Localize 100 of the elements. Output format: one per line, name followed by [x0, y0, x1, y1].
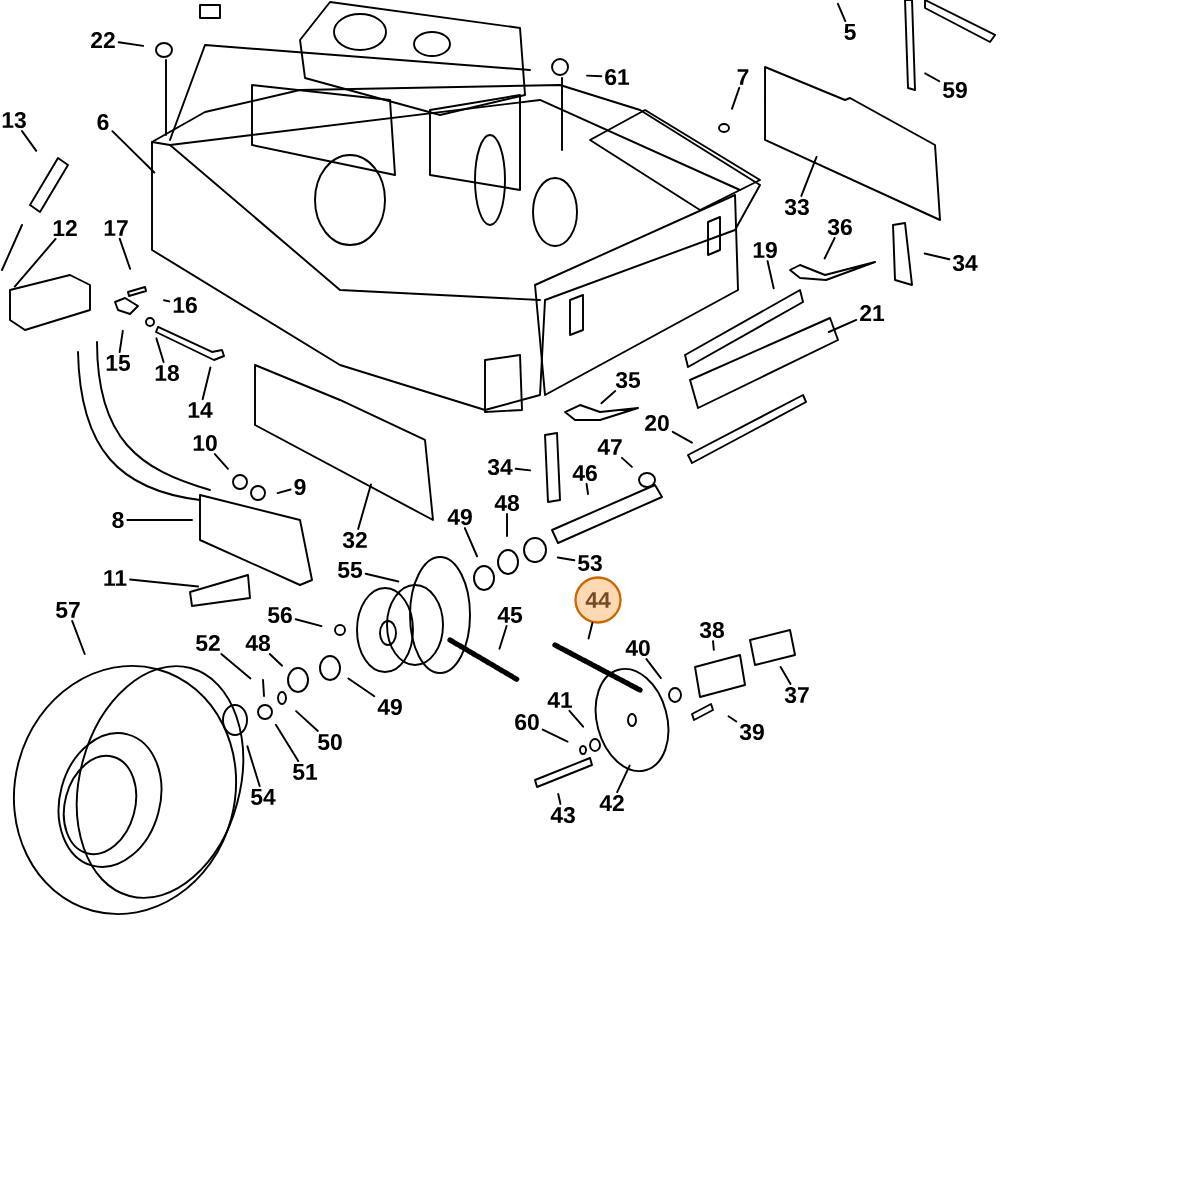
- callout-number: 16: [173, 296, 197, 314]
- callout-number: 11: [104, 570, 127, 586]
- callout-number: 20: [645, 414, 669, 432]
- leader-line: [585, 483, 589, 495]
- callout-number: 8: [112, 511, 124, 529]
- leader-line: [766, 260, 775, 290]
- leader-line: [645, 658, 662, 679]
- leader-line: [600, 390, 617, 405]
- callout-number: 6: [97, 113, 109, 131]
- leader-line: [779, 666, 792, 685]
- callout-number: 15: [106, 355, 131, 371]
- highlighted-callout-number: 44: [574, 576, 622, 624]
- leader-line: [541, 728, 569, 743]
- leader-line: [111, 130, 156, 174]
- leader-line: [514, 467, 532, 472]
- callout-number: 50: [318, 733, 342, 751]
- leader-line: [126, 519, 193, 521]
- leader-line: [21, 130, 38, 152]
- leader-line: [800, 156, 818, 197]
- leader-line: [364, 572, 400, 583]
- callout-number: 52: [196, 634, 220, 652]
- leader-line: [163, 299, 171, 303]
- callout-number: 38: [699, 621, 725, 639]
- leader-line: [71, 620, 86, 655]
- callout-number: 53: [578, 554, 602, 572]
- leader-line: [836, 2, 847, 22]
- callout-number: 34: [487, 458, 513, 476]
- callout-number: 43: [550, 806, 575, 824]
- callout-number: 42: [599, 795, 624, 811]
- leader-line: [201, 366, 212, 401]
- leader-line: [557, 793, 562, 805]
- callout-number: 48: [245, 634, 270, 652]
- callout-number: 61: [605, 68, 630, 86]
- leader-line: [727, 715, 738, 723]
- leader-line: [246, 745, 261, 787]
- leader-line: [129, 578, 200, 588]
- callout-number: 60: [515, 713, 539, 731]
- leader-line: [568, 709, 585, 728]
- leader-line: [268, 653, 284, 667]
- callout-number: 47: [597, 439, 622, 455]
- callout-number: 33: [784, 198, 809, 216]
- leader-line: [118, 237, 132, 270]
- leader-line: [118, 329, 124, 353]
- leader-line: [671, 430, 693, 444]
- callout-number: 46: [572, 464, 597, 482]
- leader-line: [213, 453, 229, 470]
- callout-number: 18: [155, 364, 179, 382]
- leader-line: [587, 622, 594, 640]
- callout-number: 19: [753, 241, 777, 259]
- leader-line: [827, 318, 858, 333]
- callout-number: 21: [860, 305, 885, 321]
- leader-line: [823, 237, 836, 260]
- callout-number: 49: [447, 508, 472, 526]
- callout-number: 37: [784, 686, 809, 704]
- leader-line: [621, 456, 633, 468]
- leader-line: [924, 72, 941, 83]
- leader-line: [586, 74, 603, 78]
- callout-number: 51: [293, 764, 318, 780]
- leader-line: [498, 625, 508, 650]
- callout-number: 22: [91, 32, 115, 48]
- callout-number: 32: [342, 531, 367, 549]
- leader-line: [357, 483, 372, 530]
- leader-line: [506, 513, 508, 537]
- callout-number: 10: [193, 434, 217, 452]
- callout-number: 35: [615, 371, 641, 389]
- callout-number: 56: [268, 606, 292, 624]
- callout-number: 55: [338, 562, 363, 578]
- callout-number: 57: [56, 602, 80, 618]
- callout-number: 9: [294, 478, 306, 496]
- leader-line: [274, 723, 300, 762]
- leader-line: [220, 653, 252, 680]
- callout-number: 59: [943, 81, 967, 99]
- callout-number: 34: [952, 254, 978, 272]
- leader-line: [155, 337, 165, 363]
- leader-line: [463, 527, 479, 558]
- leader-line: [294, 618, 323, 628]
- leader-line: [712, 640, 715, 651]
- callout-number: 39: [739, 723, 764, 741]
- leader-line: [276, 488, 292, 495]
- callout-number: 45: [497, 607, 523, 623]
- leader-line: [347, 677, 376, 698]
- leader-line: [923, 252, 951, 261]
- callout-number: 13: [2, 111, 26, 129]
- callout-number: 36: [827, 218, 852, 236]
- callout-number: 14: [188, 402, 213, 418]
- callout-number: 12: [53, 220, 77, 236]
- callout-number: 17: [104, 220, 128, 236]
- callout-number: 41: [547, 692, 573, 708]
- callout-number: 54: [251, 789, 276, 805]
- callout-number: 48: [494, 494, 519, 512]
- callout-number: 7: [737, 69, 749, 85]
- callout-number: 49: [377, 698, 402, 716]
- callout-number: 5: [844, 24, 856, 40]
- leader-line: [117, 41, 145, 47]
- callout-number: 40: [625, 639, 650, 657]
- leader-line: [13, 238, 57, 288]
- leader-line: [556, 556, 576, 562]
- leader-line: [731, 86, 741, 110]
- leader-line: [616, 764, 631, 793]
- leader-line: [295, 710, 319, 732]
